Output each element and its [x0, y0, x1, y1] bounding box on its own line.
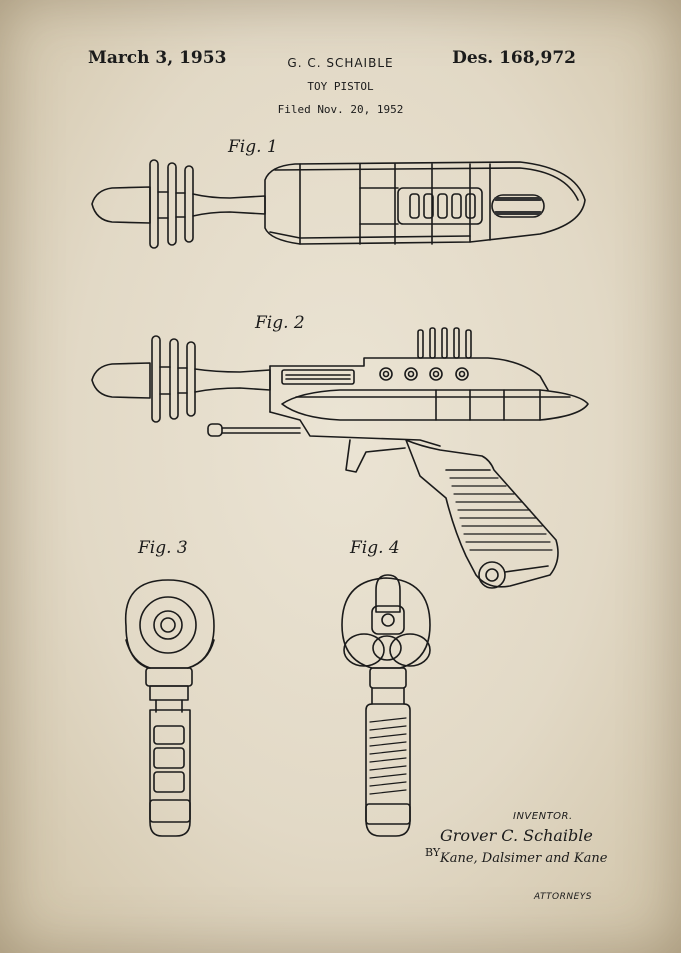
patent-title: TOY PISTOL	[307, 80, 374, 93]
inventor-label: INVENTOR.	[513, 811, 573, 822]
attorneys-label: ATTORNEYS	[534, 892, 592, 902]
figure-4-label: Fig. 4	[349, 538, 400, 558]
by-label: BY	[425, 846, 441, 859]
figure-1-label: Fig. 1	[227, 137, 278, 157]
figure-4-drawing: Fig. 4	[341, 538, 431, 837]
figure-3-label: Fig. 3	[137, 538, 188, 558]
patent-date: March 3, 1953	[88, 48, 227, 68]
inventor-signature: Grover C. Schaible	[440, 826, 593, 845]
filed-date: Filed Nov. 20, 1952	[277, 103, 404, 116]
attorney-signature: Kane, Dalsimer and Kane	[440, 851, 608, 866]
figure-2-drawing: Fig. 2	[91, 313, 589, 589]
figure-1-drawing: Fig. 1	[91, 137, 586, 249]
inventor-header: G. C. SCHAIBLE	[287, 56, 394, 70]
figure-2-label: Fig. 2	[254, 313, 305, 333]
figure-3-drawing: Fig. 3	[124, 538, 215, 837]
patent-number: Des. 168,972	[452, 48, 576, 68]
